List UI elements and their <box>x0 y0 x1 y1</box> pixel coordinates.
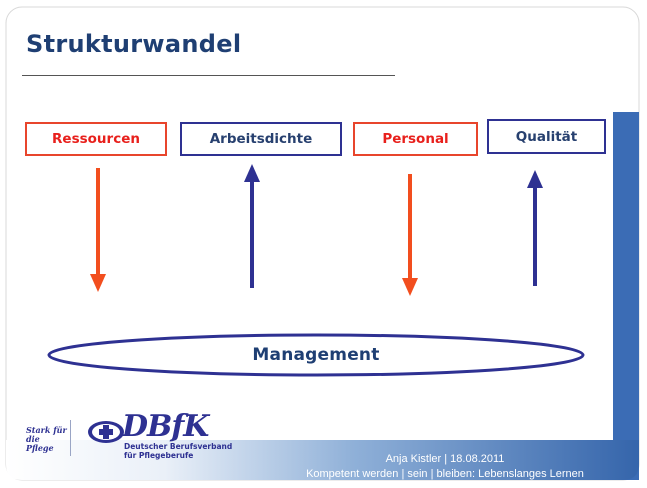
page-title: Strukturwandel <box>26 30 242 58</box>
box-qualitaet-label: Qualität <box>515 128 578 145</box>
management-ellipse: Management <box>46 332 586 378</box>
arrow-down-ressourcen <box>90 168 106 292</box>
cross-logo-icon <box>88 421 124 443</box>
arrow-down-personal <box>402 174 418 296</box>
box-arbeitsdichte: Arbeitsdichte <box>180 122 342 156</box>
logo-tagline: Stark für die Pflege <box>26 426 70 453</box>
title-divider <box>22 75 395 76</box>
box-qualitaet: Qualität <box>487 119 606 154</box>
logo-divider <box>70 420 71 456</box>
footer-subtitle: Kompetent werden | sein | bleiben: Leben… <box>306 468 584 480</box>
management-label: Management <box>252 345 380 365</box>
logo-org-name: Deutscher Berufsverband für Pflegeberufe <box>124 442 232 460</box>
arrow-up-qualitaet <box>527 170 543 286</box>
logo-tagline-line2: die Pflege <box>26 434 54 453</box>
logo-tagline-line1: Stark für <box>26 425 67 435</box>
logo-letters: DBfK <box>122 409 209 444</box>
box-ressourcen-label: Ressourcen <box>52 131 140 147</box>
box-ressourcen: Ressourcen <box>25 122 167 156</box>
box-arbeitsdichte-label: Arbeitsdichte <box>209 131 313 147</box>
footer-author-date: Anja Kistler | 18.08.2011 <box>385 453 505 465</box>
arrow-up-arbeitsdichte <box>244 164 260 288</box>
box-personal: Personal <box>353 122 478 156</box>
logo-org-line2: für Pflegeberufe <box>124 451 194 460</box>
ellipse-shape <box>47 333 585 377</box>
page-number: 4 <box>640 468 647 480</box>
logo-org-line1: Deutscher Berufsverband <box>124 442 233 451</box>
box-personal-label: Personal <box>382 131 449 147</box>
